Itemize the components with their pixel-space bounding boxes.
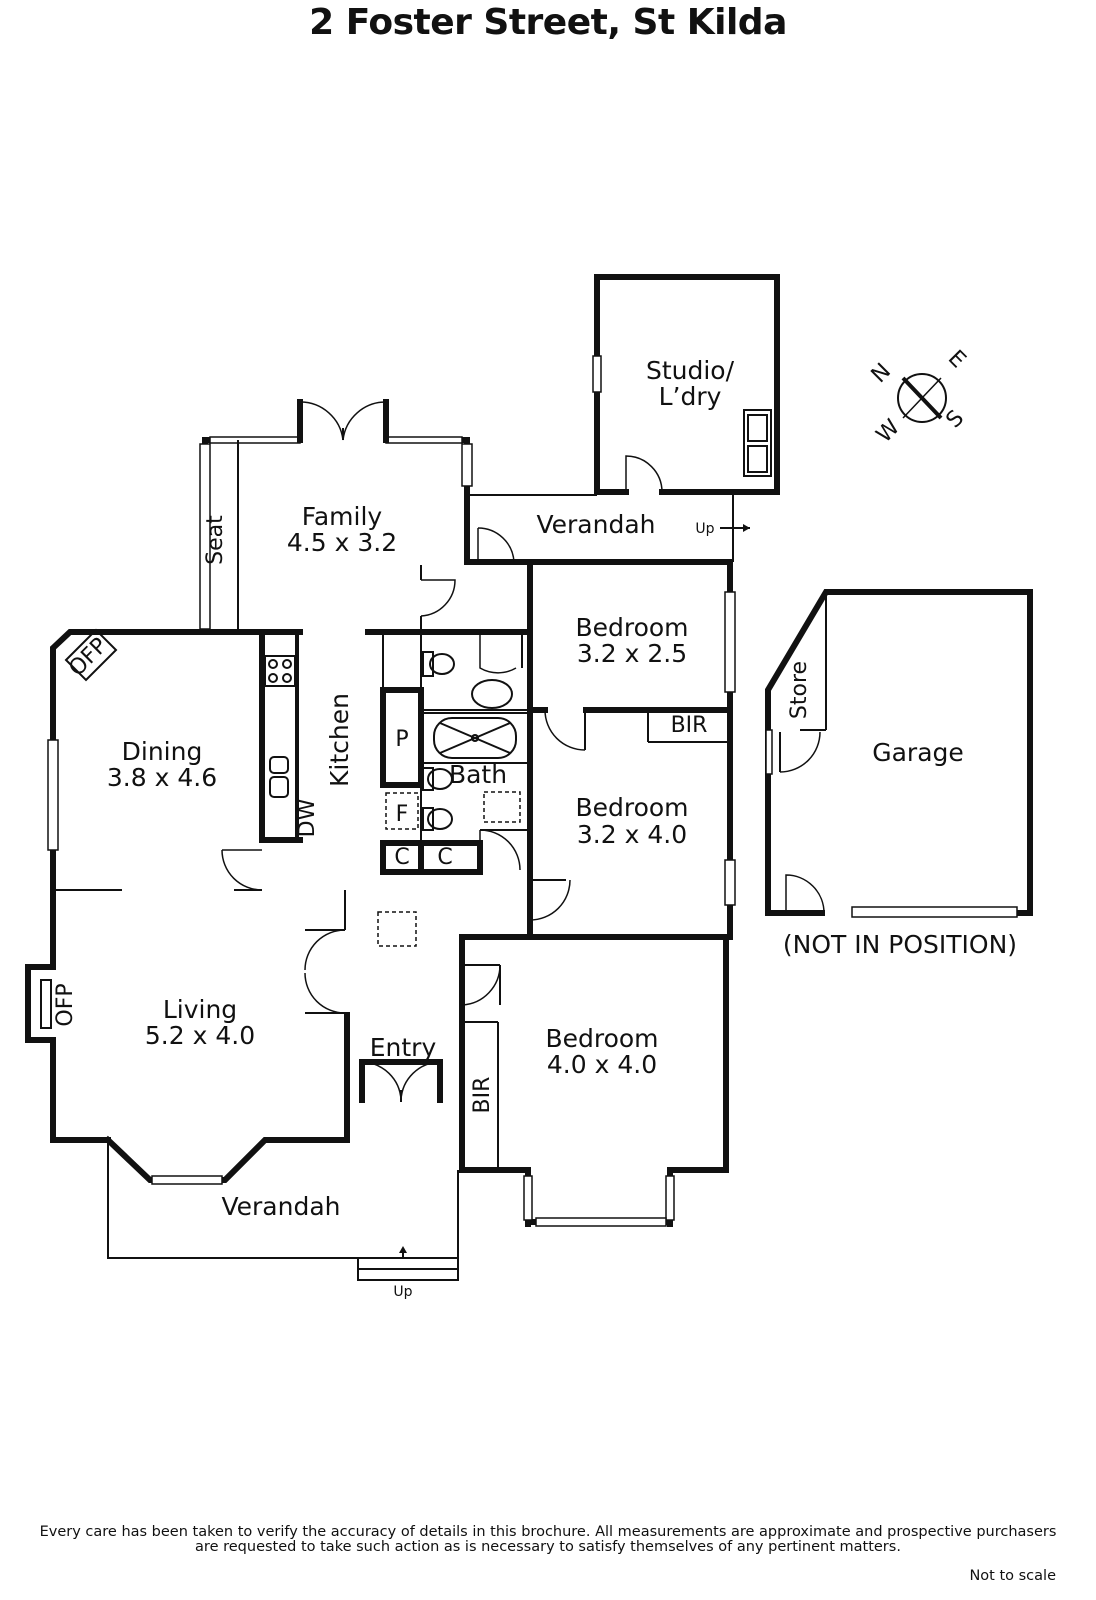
store-label: Store [787,661,812,719]
front-verandah-label: Verandah [221,1192,340,1221]
pantry-label: P [395,727,408,752]
compass-s: S [942,406,970,434]
living-size: 5.2 x 4.0 [145,1021,255,1050]
compass-n: N [867,359,896,388]
disclaimer: Every care has been taken to verify the … [0,1525,1096,1555]
bedroom3-label: Bedroom [545,1024,658,1053]
living-label: Living [163,995,237,1024]
kitchen-label: Kitchen [325,693,354,787]
bedroom3-structure [459,934,729,1227]
studio-label: Studio/ [646,356,735,385]
bir2-label: BIR [470,1077,495,1114]
garage-structure [765,589,1033,918]
not-in-position-label: (NOT IN POSITION) [783,930,1017,959]
disclaimer-line-1: Every care has been taken to verify the … [39,1524,1057,1540]
page-title: 2 Foster Street, St Kilda [309,2,787,43]
bedroom1-size: 3.2 x 2.5 [577,639,687,668]
family-size: 4.5 x 3.2 [287,528,397,557]
entry-structure [359,1059,443,1103]
seat-label: Seat [203,515,228,565]
compass-e: E [943,346,971,374]
bir1-label: BIR [671,713,708,738]
compass-icon [897,373,947,423]
living-ofp-label: OFP [53,983,78,1026]
front-verandah [107,1140,459,1281]
bedroom2-label: Bedroom [575,793,688,822]
central-hall [304,890,417,1143]
bedroom1-label: Bedroom [575,613,688,642]
dining-structure [47,628,263,970]
garage-label: Garage [872,738,964,767]
bedroom2-size: 3.2 x 4.0 [577,820,687,849]
studio-label-2: L’dry [659,382,722,411]
disclaimer-line-2: are requested to take such action as is … [195,1539,901,1555]
dishwasher-label: DW [295,798,320,837]
family-structure [199,399,473,635]
cupboard-1-label: C [394,845,409,870]
cupboard-2-label: C [437,845,452,870]
not-to-scale: Not to scale [969,1568,1056,1584]
compass-w: W [872,415,905,448]
dining-label: Dining [122,737,203,766]
dining-size: 3.8 x 4.6 [107,763,217,792]
bath-structure [365,559,533,938]
rear-verandah [468,492,750,562]
living-structure [25,964,350,1185]
family-label: Family [302,502,383,531]
rear-verandah-label: Verandah [536,510,655,539]
fridge-label: F [396,802,409,827]
entry-label: Entry [370,1033,437,1062]
kitchen-structure [202,629,424,843]
rear-verandah-up: Up [695,521,714,537]
hall-structure [420,527,733,632]
bedroom3-size: 4.0 x 4.0 [547,1050,657,1079]
front-verandah-up: Up [393,1284,412,1300]
studio-structure [592,274,780,495]
bath-label: Bath [449,760,507,789]
bedroom2-structure [459,859,736,940]
